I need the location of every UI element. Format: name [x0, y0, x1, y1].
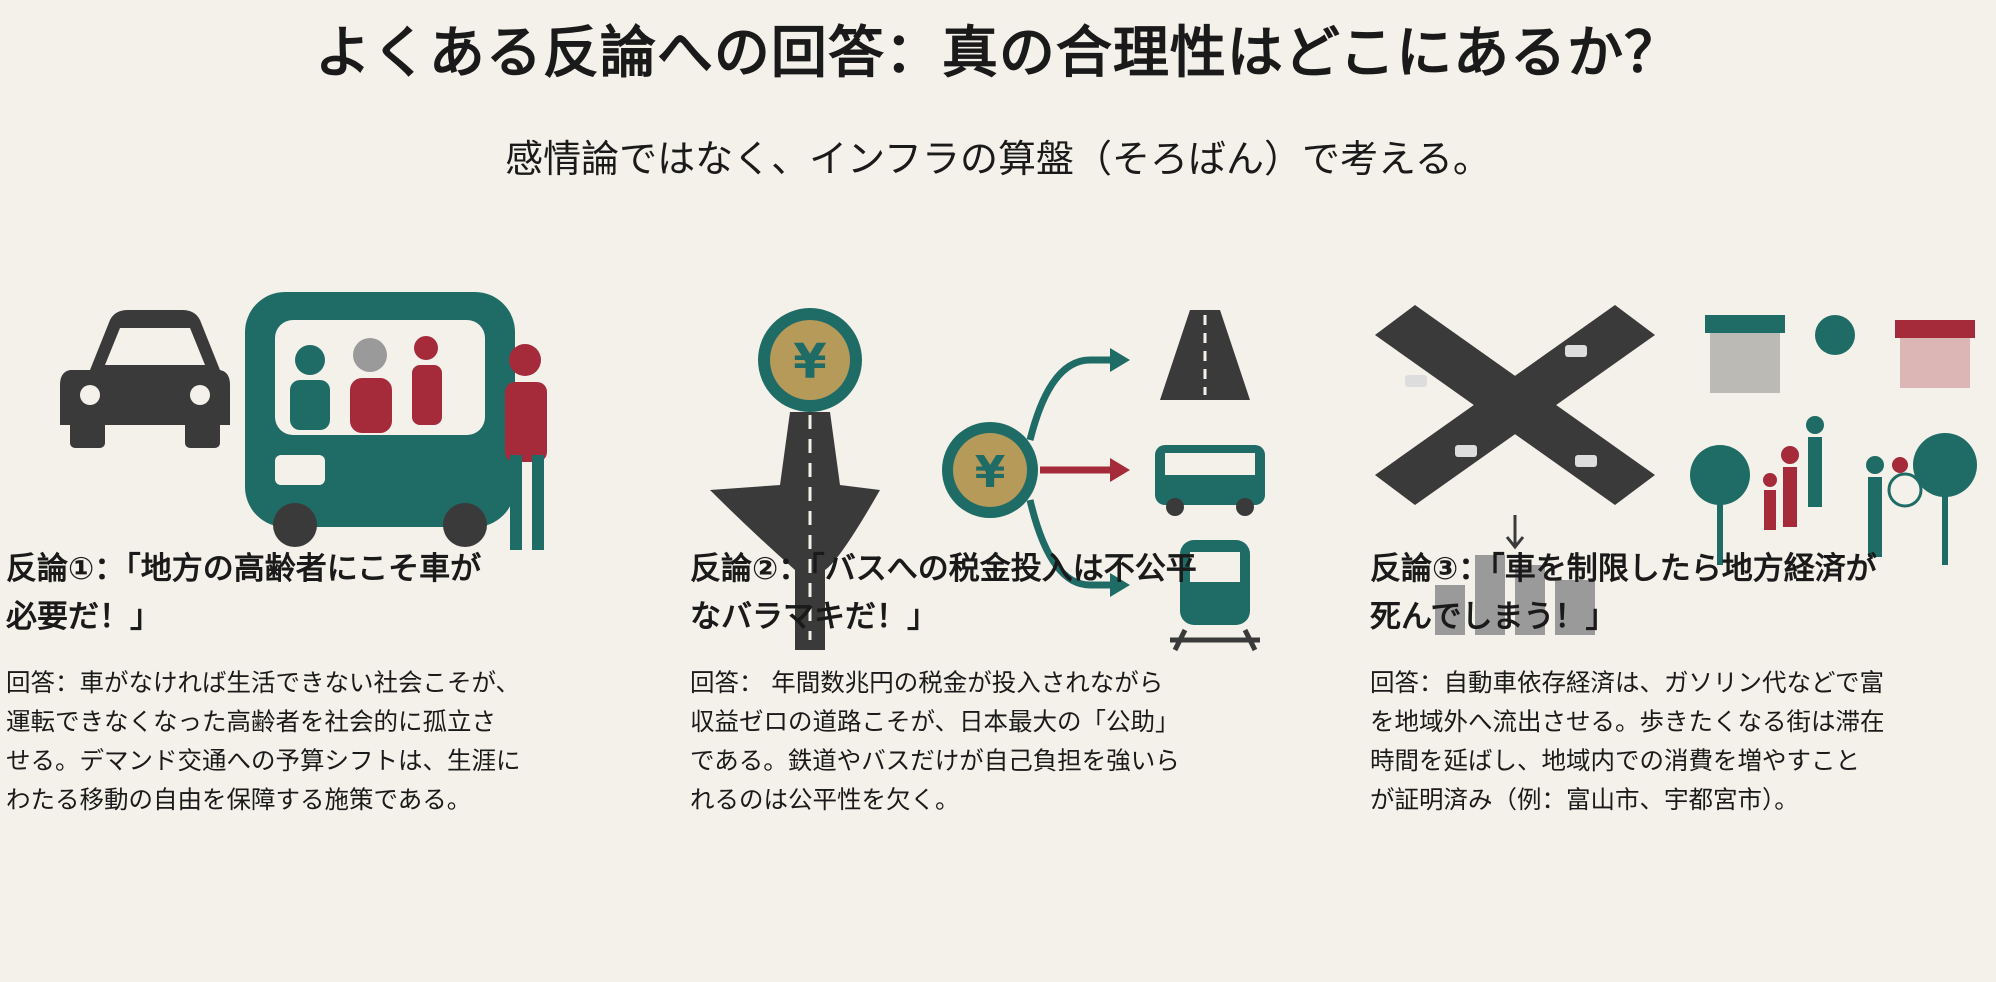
coin-icon: ¥	[942, 422, 1038, 518]
answer-line: れるのは公平性を欠く。	[690, 785, 960, 814]
rebuttal-3: 反論③：「車を制限したら地方経済が 死んでしまう！」 回答：自動車依存経済は、ガ…	[1370, 545, 1885, 819]
coin-icon: ¥	[758, 308, 862, 412]
answer-line: 時間を延ばし、地域内での消費を増やすこと	[1370, 746, 1860, 775]
rebuttal-1: 反論①：「地方の高齢者にこそ車が 必要だ！」 回答：車がなければ生活できない社会…	[6, 545, 521, 819]
answer-line: せる。デマンド交通への予算シフトは、生涯に	[6, 746, 521, 775]
rebuttal-3-answer: 回答：自動車依存経済は、ガソリン代などで富 を地域外へ流出させる。歩きたくなる街…	[1370, 663, 1885, 819]
train-icon	[1170, 540, 1260, 652]
answer-line: 回答：車がなければ生活できない社会こそが、	[6, 668, 521, 697]
market-stall-icon	[1895, 320, 1975, 388]
heading-line: なバラマキだ！」	[690, 599, 938, 635]
crossing-highways-icon	[1375, 305, 1655, 505]
funnel-and-coins-illustration: ¥ ¥	[710, 308, 1265, 652]
heading-line: 死んでしまう！」	[1370, 599, 1617, 635]
car-icon	[60, 310, 230, 448]
answer-line: が証明済み（例：富山市、宇都宮市）。	[1370, 785, 1799, 814]
rebuttal-3-heading: 反論③：「車を制限したら地方経済が 死んでしまう！」	[1370, 545, 1885, 641]
rebuttal-1-answer: 回答：車がなければ生活できない社会こそが、 運転できなくなった高齢者を社会的に孤…	[6, 663, 521, 819]
answer-line: 運転できなくなった高齢者を社会的に孤立さ	[6, 707, 496, 736]
highway-icon	[1160, 310, 1250, 400]
answer-line: である。鉄道やバスだけが自己負担を強いら	[690, 746, 1180, 775]
answer-line: 回答：自動車依存経済は、ガソリン代などで富	[1370, 668, 1885, 697]
market-stall-icon	[1705, 315, 1785, 393]
down-arrow-icon	[1505, 515, 1525, 550]
heading-line: 反論③：「車を制限したら地方経済が	[1370, 551, 1877, 587]
yen-symbol: ¥	[793, 334, 826, 390]
answer-line: 収益ゼロの道路こそが、日本最大の「公助」	[690, 707, 1180, 736]
car-and-bus-illustration	[60, 292, 547, 550]
bus-icon	[245, 292, 515, 547]
answer-line: 回答： 年間数兆円の税金が投入されながら	[690, 668, 1164, 697]
page-title: よくある反論への回答：真の合理性はどこにあるか？	[314, 21, 1682, 86]
heading-line: 必要だ！」	[6, 599, 161, 635]
bus-small-icon	[1155, 445, 1265, 516]
rebuttal-2-answer: 回答： 年間数兆円の税金が投入されながら 収益ゼロの道路こそが、日本最大の「公助…	[690, 663, 1197, 819]
answer-line: わたる移動の自由を保障する施策である。	[6, 785, 472, 814]
arrows-icon	[1026, 356, 1110, 589]
heading-line: 反論①：「地方の高齢者にこそ車が	[6, 551, 482, 587]
person-waving-icon	[505, 344, 547, 550]
heading-line: 反論②：「バスへの税金投入は不公平	[690, 551, 1197, 587]
pedestrians-icon	[1763, 416, 1923, 557]
rebuttal-1-heading: 反論①：「地方の高齢者にこそ車が 必要だ！」	[6, 545, 521, 641]
rebuttal-2-heading: 反論②：「バスへの税金投入は不公平 なバラマキだ！」	[690, 545, 1197, 641]
city-icon	[1435, 555, 1595, 635]
highway-and-walkable-town-illustration	[1375, 305, 1977, 635]
road-funnel-icon	[710, 412, 880, 650]
answer-line: を地域外へ流出させる。歩きたくなる街は滞在	[1370, 707, 1885, 736]
page-subtitle: 感情論ではなく、インフラの算盤（そろばん）で考える。	[505, 137, 1491, 181]
rebuttal-2: 反論②：「バスへの税金投入は不公平 なバラマキだ！」 回答： 年間数兆円の税金が…	[690, 545, 1197, 819]
svg-text:¥: ¥	[975, 447, 1006, 498]
tree-icon	[1690, 315, 1977, 565]
